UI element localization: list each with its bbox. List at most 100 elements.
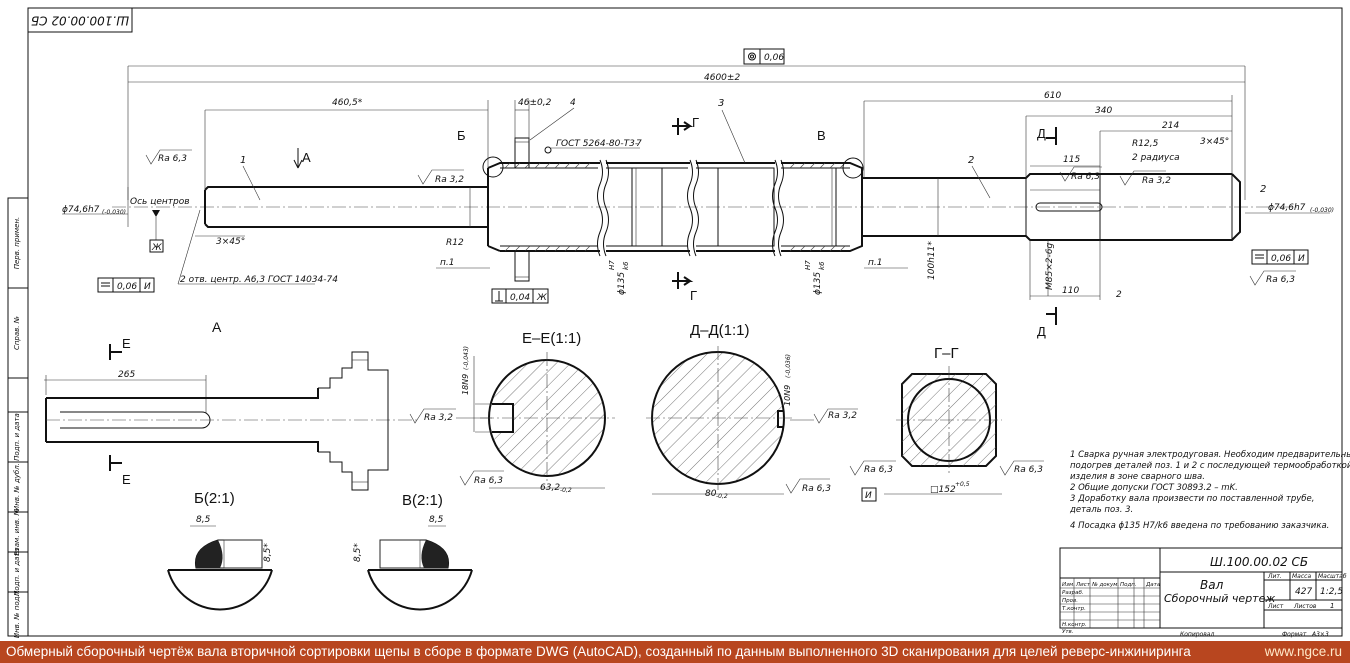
drawing-sheet: Ш.100.00.02 СБ Перв. примен. Справ. № По… <box>7 7 1350 638</box>
view-a-title: А <box>212 319 222 335</box>
svg-text:18N9: 18N9 <box>461 374 470 395</box>
ra-right-3: Ra 6,3 <box>1249 270 1296 286</box>
pos-4: 4 <box>570 98 576 108</box>
detail-v: В(2:1) 8,5 8,5* <box>353 492 473 611</box>
svg-text:Т.контр.: Т.контр. <box>1062 606 1086 612</box>
detail-v-circle <box>842 157 864 179</box>
side-stamp-1: Перв. примен. <box>13 217 21 270</box>
ra-gg-2: Ra 6,3 <box>999 460 1044 476</box>
break-line-1 <box>597 159 603 257</box>
section-ee-title: Е–Е(1:1) <box>522 330 581 347</box>
svg-text:-0,2: -0,2 <box>560 487 572 494</box>
fit-left: ϕ135 <box>617 272 627 295</box>
svg-text:Масса: Масса <box>1292 573 1311 580</box>
svg-text:-0,2: -0,2 <box>716 493 728 500</box>
dim-2: 2 <box>1116 290 1122 300</box>
svg-text:3 Доработку вала произвести по: 3 Доработку вала произвести по поставлен… <box>1070 494 1314 504</box>
r12-5: R12,5 <box>1132 139 1159 149</box>
section-d-top <box>1046 127 1057 145</box>
svg-text:Подп.: Подп. <box>1120 582 1137 588</box>
title-mass: 427 <box>1295 587 1312 597</box>
svg-text:Ra 6,3: Ra 6,3 <box>864 465 893 475</box>
svg-text:Ra 6,3: Ra 6,3 <box>1071 172 1100 182</box>
dim-110: 110 <box>1062 286 1079 296</box>
svg-text:8,5: 8,5 <box>429 515 444 525</box>
svg-text:А3×3: А3×3 <box>1311 631 1329 638</box>
node-b-letter: Б <box>457 128 466 143</box>
dim-460: 460,5* <box>332 98 363 108</box>
dim-610: 610 <box>1044 91 1061 101</box>
svg-text:4 Посадка ϕ135 H7/k6 введена п: 4 Посадка ϕ135 H7/k6 введена по требован… <box>1070 521 1329 531</box>
side-stamp-6: Подп. и дата <box>13 548 21 596</box>
dim-115: 115 <box>1063 155 1080 165</box>
gg-square: □152 <box>930 485 956 495</box>
svg-text:Е: Е <box>122 336 131 351</box>
side-stamp-3: Подп. и дата <box>13 413 21 461</box>
technical-notes: 1 Сварка ручная электродуговая. Необходи… <box>1069 450 1350 531</box>
section-g-top <box>672 118 694 135</box>
caption-link[interactable]: www.ngce.ru <box>1264 644 1342 659</box>
svg-text:Копировал: Копировал <box>1180 631 1214 638</box>
ra-dd-1: Ra 3,2 <box>790 408 858 424</box>
svg-text:8,5*: 8,5* <box>263 543 273 562</box>
svg-text:1: 1 <box>1330 602 1334 610</box>
ra-right-1: Ra 6,3 <box>1059 166 1102 182</box>
title-doc-type: Сборочный чертеж <box>1164 592 1275 605</box>
svg-text:0,06: 0,06 <box>1271 254 1291 264</box>
tube-right-end <box>781 162 863 252</box>
svg-text:(-0,030): (-0,030) <box>1310 207 1334 214</box>
svg-text:1 Сварка ручная электродуговая: 1 Сварка ручная электродуговая. Необходи… <box>1070 450 1350 460</box>
chamfer-right: 3×45° <box>1200 137 1229 147</box>
svg-text:Разраб.: Разраб. <box>1062 590 1084 596</box>
side-stamp-5: Взам. инв. № <box>13 508 21 556</box>
dim-265: 265 <box>118 370 135 380</box>
side-stamp-4: Инв. № дубл. <box>13 463 21 511</box>
view-a-arrow <box>293 148 303 169</box>
svg-text:2 Общие допуски ГОСТ 30893.2 –: 2 Общие допуски ГОСТ 30893.2 – mK. <box>1070 483 1238 493</box>
dd-keyway <box>777 410 784 428</box>
svg-text:k6: k6 <box>622 261 630 270</box>
svg-text:Лит.: Лит. <box>1267 573 1282 580</box>
section-e-bot <box>109 455 122 471</box>
svg-text:изделия в зоне сварного шва.: изделия в зоне сварного шва. <box>1070 472 1205 482</box>
flange-bottom <box>514 250 530 282</box>
datum-i-box <box>861 487 877 502</box>
flatness-left: 0,06 И <box>97 277 155 293</box>
thread-size: М85×2-6g <box>1045 243 1055 290</box>
view-a-letter: А <box>302 150 311 165</box>
view-a: А Е Е 265 <box>44 319 420 491</box>
datum-triangle <box>152 210 160 217</box>
weld-left: п.1 <box>440 258 454 268</box>
weld-right: п.1 <box>868 258 882 268</box>
dia-left-tol: (-0,030) <box>102 209 126 216</box>
weld-v <box>421 540 449 568</box>
tube-wall-hatch <box>504 162 846 252</box>
right-keyway <box>1035 202 1103 212</box>
dim-overall: 4600±2 <box>704 73 740 83</box>
svg-text:Масштаб: Масштаб <box>1318 573 1347 580</box>
flatness-right: 0,06 И <box>1251 249 1309 265</box>
two-radii: 2 радиуса <box>1132 153 1180 163</box>
left-journal <box>204 186 488 228</box>
caption-bar: Обмерный сборочный чертёж вала вторичной… <box>0 641 1350 663</box>
svg-text:Дата: Дата <box>1145 582 1161 588</box>
side-stamp-2: Справ. № <box>13 316 21 350</box>
svg-text:Ra 3,2: Ra 3,2 <box>424 413 453 423</box>
break-line-3 <box>772 159 778 257</box>
detail-b: Б(2:1) 8,5 8,5* <box>167 490 273 611</box>
detail-b-title: Б(2:1) <box>194 490 235 507</box>
rotated-code: Ш.100.00.02 СБ <box>31 14 129 28</box>
svg-text:Изм.: Изм. <box>1062 582 1075 588</box>
svg-text:Формат: Формат <box>1282 631 1307 638</box>
side-stamp-7: Инв. № подл. <box>13 590 21 638</box>
pos-2a: 2 <box>968 155 974 166</box>
dim-340: 340 <box>1095 106 1112 116</box>
svg-text:Ra 3,2: Ra 3,2 <box>1142 176 1171 186</box>
dia-left: ϕ74,6h7 <box>62 205 100 215</box>
svg-text:Листов: Листов <box>1293 603 1317 610</box>
svg-text:H7: H7 <box>608 260 616 270</box>
drawing-frame <box>27 7 1343 637</box>
node-v-letter: В <box>817 128 826 143</box>
ra-gg-1: Ra 6,3 <box>849 460 896 476</box>
detail-b-circle <box>482 156 504 178</box>
